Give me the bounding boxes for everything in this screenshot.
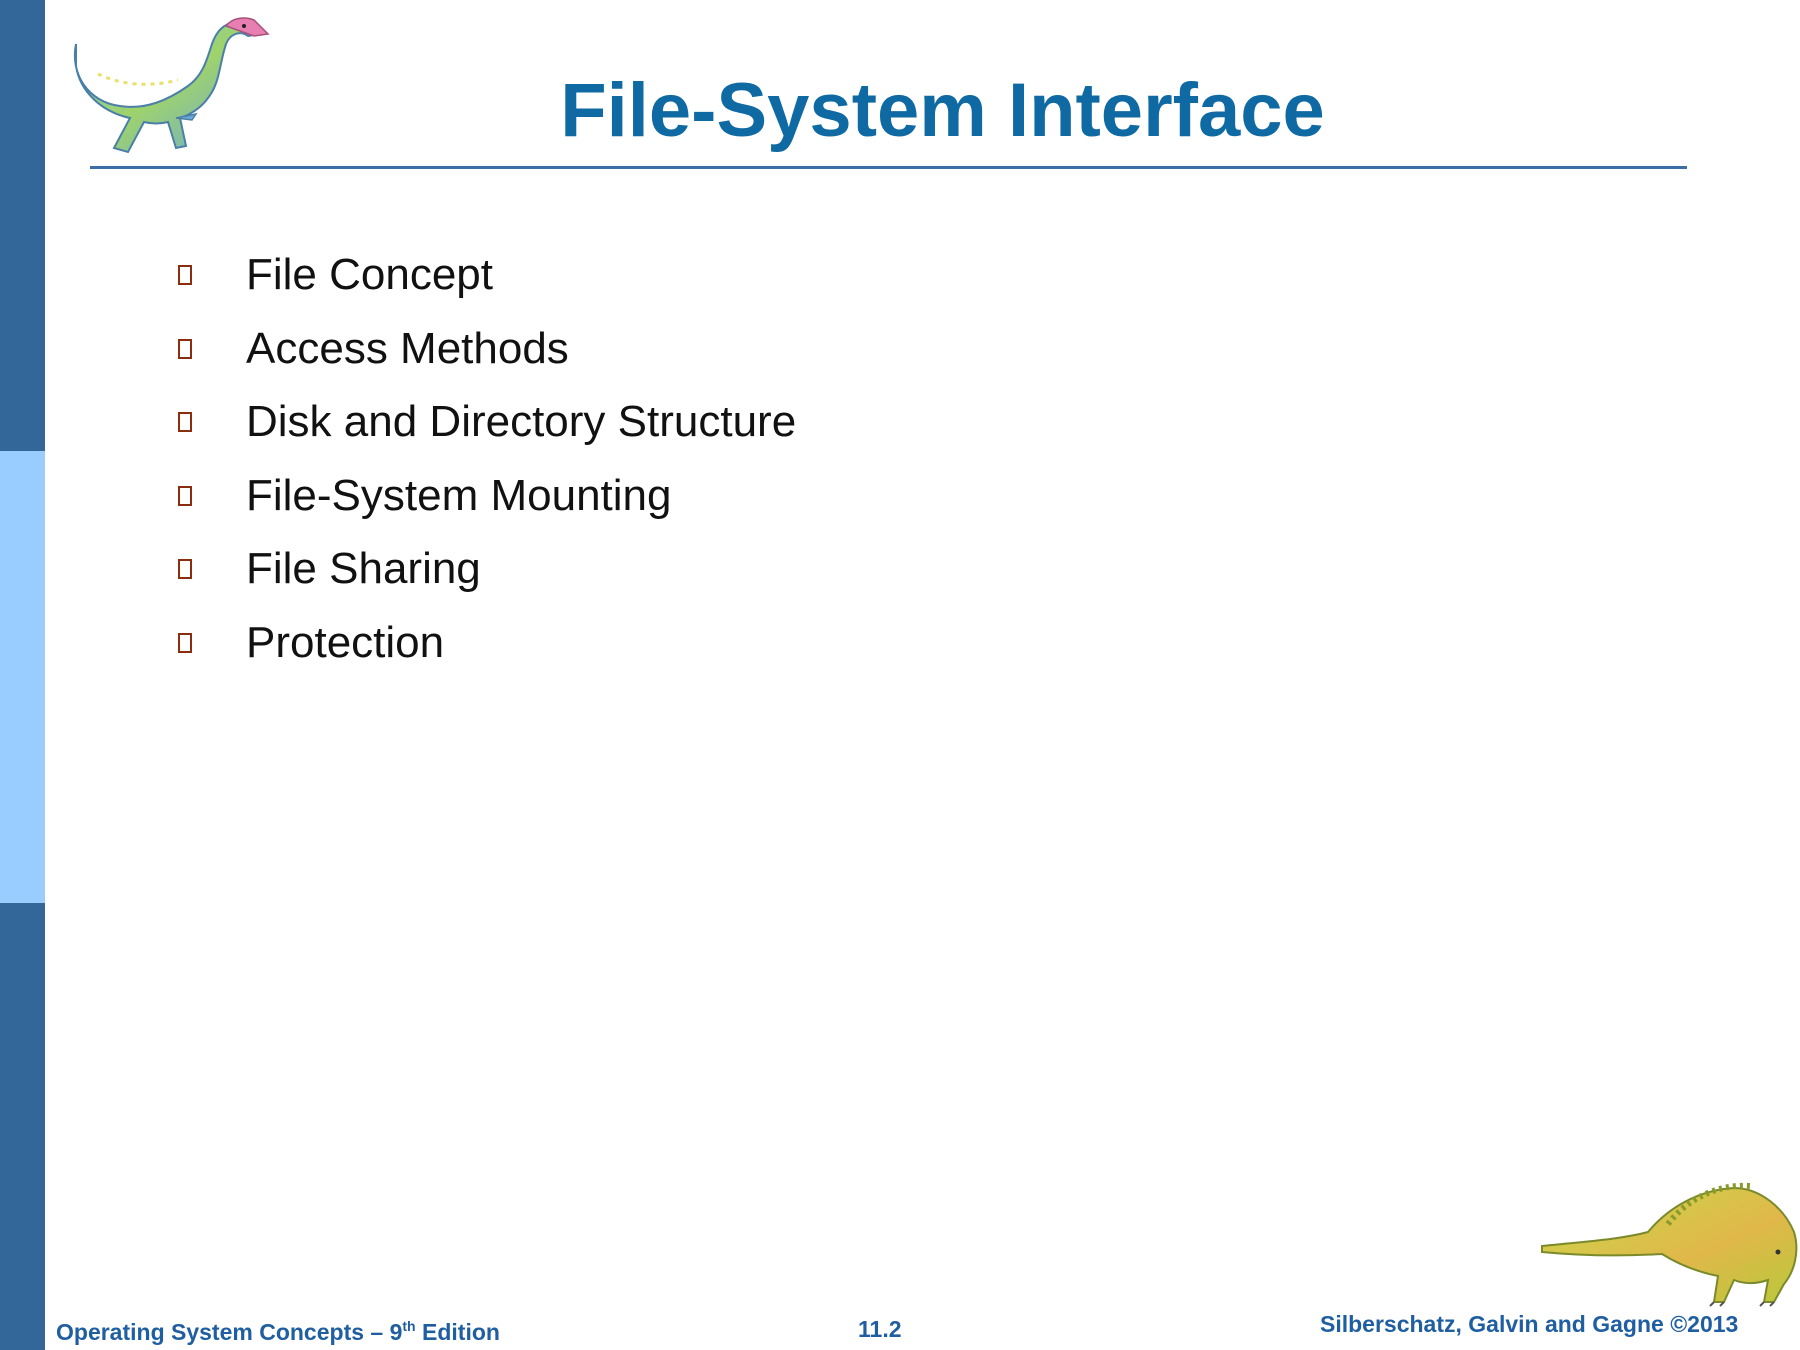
footer-edition-word: Edition (415, 1319, 500, 1345)
sidebar-band-bottom (0, 903, 45, 1350)
square-bullet-icon (178, 338, 192, 359)
topic-list: File Concept Access Methods Disk and Dir… (178, 248, 796, 690)
list-item: Protection (178, 616, 796, 690)
sidebar-band-middle (0, 451, 45, 903)
dinosaur-bottom-right-icon (1541, 1182, 1798, 1307)
list-item: Access Methods (178, 322, 796, 396)
list-item-label: File Concept (246, 250, 494, 299)
footer-edition-superscript: th (402, 1318, 416, 1334)
list-item: File Concept (178, 248, 796, 322)
list-item: File Sharing (178, 542, 796, 616)
square-bullet-icon (178, 632, 192, 653)
footer-book-title-text: Operating System Concepts – 9 (56, 1319, 403, 1345)
dinosaur-top-left-icon (73, 17, 270, 154)
list-item-label: Protection (246, 617, 445, 667)
footer-authors: Silberschatz, Galvin and Gagne ©2013 (1320, 1311, 1739, 1337)
footer-book-title: Operating System Concepts – 9th Edition (56, 1318, 500, 1346)
slide-title: File-System Interface (560, 68, 1325, 153)
title-underline-divider (90, 166, 1687, 169)
list-item: File-System Mounting (178, 469, 796, 543)
list-item: Disk and Directory Structure (178, 395, 796, 469)
list-item-label: File Sharing (246, 544, 481, 594)
square-bullet-icon (178, 265, 192, 285)
list-item-label: Disk and Directory Structure (246, 397, 797, 447)
square-bullet-icon (178, 485, 192, 506)
sidebar-band-top (0, 0, 45, 451)
list-item-label: Access Methods (246, 323, 569, 373)
left-sidebar-band (0, 0, 45, 1350)
list-item-label: File-System Mounting (246, 470, 672, 520)
square-bullet-icon (178, 559, 192, 580)
square-bullet-icon (178, 412, 192, 433)
footer-page-number: 11.2 (858, 1316, 902, 1342)
